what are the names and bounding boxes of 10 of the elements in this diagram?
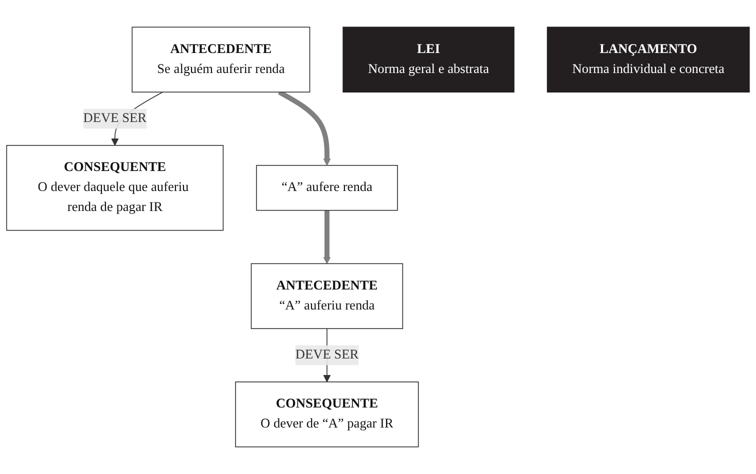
node-box: LANÇAMENTO Norma individual e concreta — [546, 26, 750, 93]
node-box: ANTECEDENTE “A” auferiu renda — [250, 263, 404, 330]
node-box: “A” aufere renda — [256, 164, 398, 211]
node-box: CONSEQUENTE O dever daquele que auferiu renda de pagar IR — [6, 144, 224, 231]
edge-label: DEVE SER — [295, 348, 359, 362]
edge-label: DEVE SER — [83, 111, 147, 126]
node-box: LEI Norma geral e abstrata — [342, 26, 514, 93]
node-box: ANTECEDENTE Se alguém auferir renda — [132, 26, 310, 93]
arrow — [323, 210, 331, 264]
node-box: CONSEQUENTE O dever de “A” pagar IR — [235, 381, 419, 448]
